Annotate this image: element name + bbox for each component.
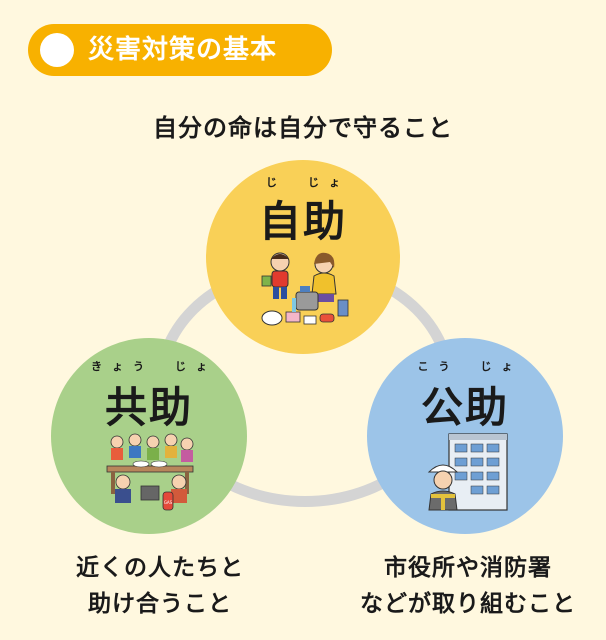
jijo-label: 自助 [258, 197, 347, 246]
kyojo-ruby: きょう じょ [91, 360, 217, 373]
neighbors-helping-icon: GAS [106, 433, 194, 511]
gas-cylinder-label: GAS [164, 500, 173, 505]
circle-kyojo: きょう じょ 共助 GAS [51, 338, 247, 534]
page-title: 災害対策の基本 [88, 35, 278, 65]
caption-kojo: 市役所や消防署 などが取り組むこと [330, 550, 606, 622]
caption-kyojo-line-1: 近くの人たちと [76, 555, 244, 581]
family-preparing-supplies-icon [261, 252, 349, 326]
title-bullet-icon [40, 33, 74, 67]
kojo-ruby: こう じょ [417, 360, 523, 373]
caption-kojo-line-1: 市役所や消防署 [384, 555, 552, 581]
jijo-ruby: じ じょ [266, 176, 350, 189]
caption-kojo-line-2: などが取り組むこと [360, 591, 576, 617]
subtitle: 自分の命は自分で守ること [153, 114, 453, 142]
city-hall-worker-icon [427, 433, 508, 511]
circle-kojo: こう じょ 公助 [367, 338, 563, 534]
circle-jijo: じ じょ 自助 [206, 160, 400, 354]
kojo-label: 公助 [420, 383, 509, 432]
caption-kyojo: 近くの人たちと 助け合うこと [40, 550, 280, 622]
caption-kyojo-line-2: 助け合うこと [88, 591, 232, 617]
kyojo-label: 共助 [104, 383, 193, 432]
title-pill: 災害対策の基本 [28, 24, 332, 76]
